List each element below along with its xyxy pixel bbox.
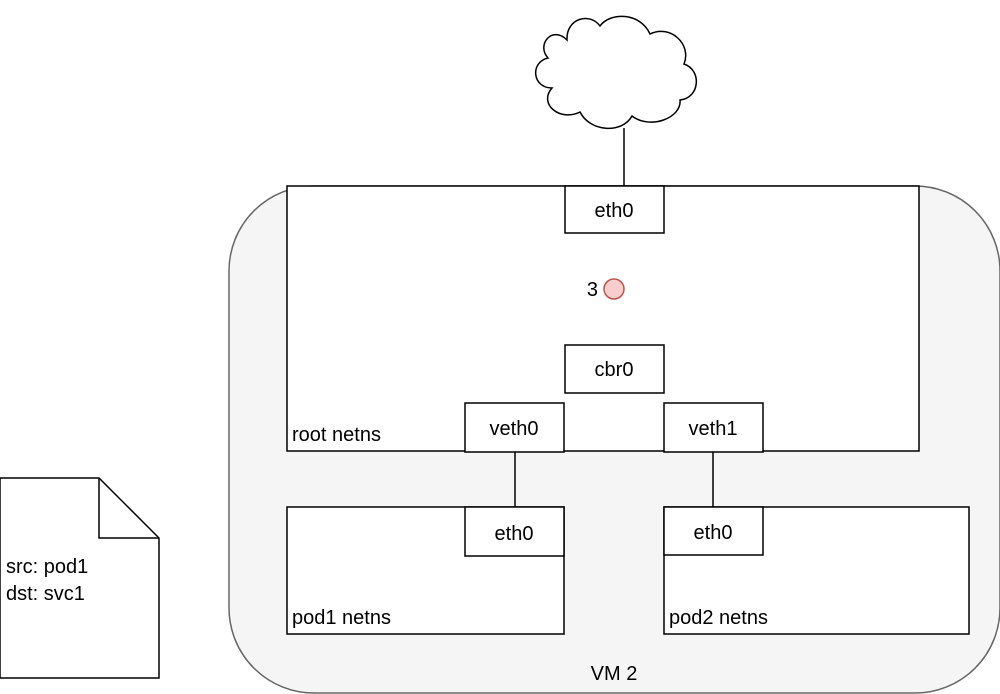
vm-label: VM 2 [591, 663, 638, 685]
packet-document-icon [0, 477, 160, 679]
pod1-netns-label: pod1 netns [292, 607, 391, 629]
pod2-netns-label: pod2 netns [669, 607, 768, 629]
packet-dst: dst: svc1 [6, 583, 85, 605]
pod1-eth0-label: eth0 [495, 523, 534, 545]
cloud-icon [534, 15, 698, 130]
root-eth0-box [564, 185, 665, 234]
root-netns-label: root netns [292, 424, 381, 446]
packet-document-fold [98, 478, 159, 539]
cbr0-box [564, 344, 665, 394]
step-marker-circle [603, 278, 625, 300]
veth0-label: veth0 [490, 418, 539, 440]
pod2-eth0-label: eth0 [694, 522, 733, 544]
veth0-box [464, 402, 565, 453]
veth1-box [663, 402, 764, 453]
pod2-eth0-box [663, 506, 764, 556]
step-marker-number: 3 [587, 279, 598, 301]
cbr0-label: cbr0 [595, 359, 634, 381]
pod1-eth0-box [464, 506, 565, 557]
veth1-label: veth1 [689, 418, 738, 440]
packet-src: src: pod1 [6, 556, 88, 578]
root-eth0-label: eth0 [595, 200, 634, 222]
